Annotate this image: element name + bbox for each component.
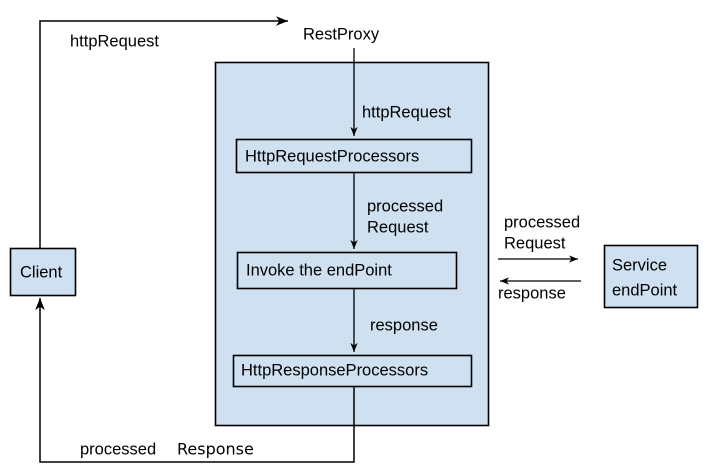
label-http-request-outer: httpRequest bbox=[70, 32, 159, 50]
label-ext-response: response bbox=[498, 284, 566, 302]
label-processed-request-line1: processed bbox=[367, 197, 443, 215]
label-ext-processed-request-line1: processed bbox=[504, 213, 580, 231]
node-service-endpoint-label-line2: endPoint bbox=[612, 281, 678, 299]
label-processed-request-line2: Request bbox=[367, 218, 429, 236]
edge-client-to-restproxy bbox=[39, 16, 288, 248]
node-http-request-processors[interactable] bbox=[235, 138, 473, 174]
label-ext-processed-request-line2: Request bbox=[504, 234, 566, 252]
node-service-endpoint-label-line1: Service bbox=[612, 256, 667, 274]
node-http-request-processors-label: HttpRequestProcessors bbox=[245, 147, 419, 165]
label-processed-response: processed bbox=[80, 440, 156, 458]
label-http-request-inner: httpRequest bbox=[362, 103, 451, 121]
node-client[interactable] bbox=[9, 247, 77, 297]
node-invoke-endpoint[interactable] bbox=[236, 251, 458, 290]
node-invoke-endpoint-label: Invoke the endPoint bbox=[246, 261, 392, 279]
label-processed-response-word2: Response bbox=[177, 440, 254, 459]
node-http-response-processors-label: HttpResponseProcessors bbox=[241, 361, 428, 379]
label-response-inner: response bbox=[370, 316, 438, 334]
node-service-endpoint[interactable] bbox=[603, 244, 699, 309]
label-rest-proxy: RestProxy bbox=[303, 25, 380, 43]
node-http-response-processors[interactable] bbox=[232, 354, 473, 388]
node-client-label: Client bbox=[20, 263, 63, 281]
edge-response-processors-to-client bbox=[35, 298, 355, 463]
